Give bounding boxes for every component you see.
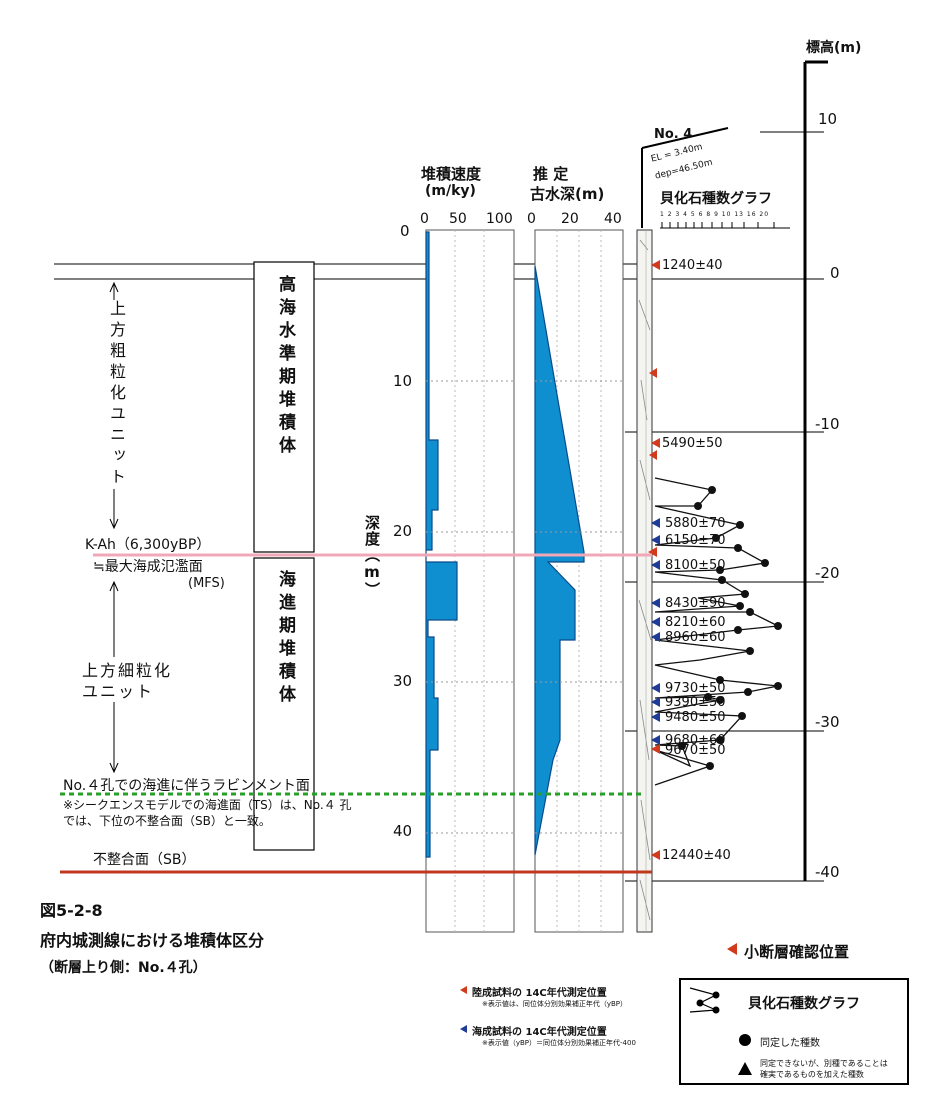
sed-rate-title: 堆積速度 <box>421 165 482 183</box>
paleo-depth-fill <box>534 265 585 856</box>
elevation-axis <box>803 60 828 881</box>
age-markers <box>648 260 660 860</box>
elev-tick: -40 <box>815 863 840 881</box>
age-label: 8430±90 <box>665 596 726 611</box>
paleo-depth-panel <box>534 229 624 933</box>
graph-scale: 1 2 3 4 5 6 8 9 10 13 16 20 <box>660 211 770 218</box>
depth-tick: 10 <box>393 372 413 390</box>
paleo-depth-tick: 20 <box>561 211 579 227</box>
graph-title: 貝化石種数グラフ <box>660 191 772 207</box>
borehole-name: No. 4 <box>654 127 693 142</box>
kah-label: K-Ah（6,300yBP） <box>85 537 211 553</box>
legend-marine-label: 海成試料の 14C年代測定位置 <box>472 1027 607 1038</box>
age-label: 5490±50 <box>662 436 723 451</box>
depth-tick: 30 <box>393 672 413 690</box>
legend-marine-marker <box>460 1025 467 1033</box>
mfs-abbrev: (MFS) <box>188 576 225 591</box>
age-label: 1240±40 <box>662 258 723 273</box>
age-label: 12440±40 <box>662 848 731 863</box>
sed-rate-tick: 50 <box>449 211 467 227</box>
legend-land-label: 陸成試料の 14C年代測定位置 <box>472 988 607 999</box>
depth-tick: 0 <box>400 222 410 240</box>
shell-species-graph <box>654 477 782 786</box>
borehole-column <box>636 229 653 933</box>
ravinement-note-2: では、下位の不整合面（SB）と一致。 <box>63 814 271 828</box>
age-label: 9680±60 <box>665 733 726 748</box>
elev-tick: -30 <box>815 713 840 731</box>
legend-unidentified-label-1: 同定できないが、別種であることは <box>760 1059 888 1068</box>
age-label: 9480±50 <box>665 710 726 725</box>
depth-tick: 20 <box>393 522 413 540</box>
depth-tick: 40 <box>393 822 413 840</box>
lower-unit-label-1: 上方細粒化 <box>82 657 173 681</box>
legend-unidentified-label-2: 確実であるものを加えた種数 <box>760 1070 864 1079</box>
mfs-label: ≒最大海成氾濫面 <box>93 559 203 575</box>
sed-rate-tick: 100 <box>486 211 513 227</box>
age-label: 9390±50 <box>665 695 726 710</box>
legend-marine-note: ※表示値（yBP）＝同位体分別効果補正年代-400 <box>482 1039 636 1047</box>
age-label: 8100±50 <box>665 558 726 573</box>
figure-subtitle: （断層上り側：No.４孔） <box>40 960 207 976</box>
graph-scale-axis <box>660 222 790 229</box>
elev-tick: -20 <box>815 564 840 582</box>
age-label: 5880±70 <box>665 516 726 531</box>
legend-unidentified-triangle <box>738 1062 752 1075</box>
legend-land-note: ※表示値は、同位体分別効果補正年代（yBP） <box>482 1000 628 1008</box>
ravinement-label: No.４孔での海進に伴うラビンメント面 <box>63 778 310 794</box>
paleo-depth-title2: 古水深(m) <box>530 185 605 203</box>
elevation-title: 標高(m) <box>806 40 862 56</box>
paleo-depth-tick: 40 <box>604 211 622 227</box>
ravinement-note-1: ※シークエンスモデルでの海進面（TS）は、No.４ 孔 <box>63 798 352 812</box>
sb-label: 不整合面（SB） <box>93 852 196 868</box>
age-label: 9730±50 <box>665 681 726 696</box>
lower-unit-label-2: ユニット <box>82 678 155 702</box>
elev-tick: -10 <box>815 415 840 433</box>
paleo-depth-title: 推 定 <box>533 165 569 183</box>
legend-land-marker <box>460 986 467 994</box>
elev-tick: 10 <box>818 110 838 128</box>
legend-fault-label: 小断層確認位置 <box>744 943 850 961</box>
paleo-depth-tick: 0 <box>527 211 536 227</box>
legend-identified-label: 同定した種数 <box>760 1038 820 1049</box>
tst-label: 海進期堆積体 <box>275 570 295 708</box>
legend-graph-label: 貝化石種数グラフ <box>748 996 860 1012</box>
borehole-header <box>641 127 729 228</box>
sed-rate-tick: 0 <box>420 211 429 227</box>
elev-tick: 0 <box>830 264 840 282</box>
depth-axis-title: 深度（m） <box>363 515 381 598</box>
sed-rate-unit: (m/ky) <box>425 183 476 199</box>
hst-label: 高海水準期堆積体 <box>275 275 295 459</box>
upper-unit-label: 上方粗粒化ユニット <box>104 300 128 489</box>
tst-box <box>253 557 315 851</box>
legend-fault-marker <box>727 943 737 955</box>
age-label: 9670±50 <box>665 743 726 758</box>
figure-number: 図5-2-8 <box>40 901 103 920</box>
hst-box <box>253 261 315 553</box>
age-label: 8960±60 <box>665 630 726 645</box>
age-label: 6150±70 <box>665 533 726 548</box>
legend-identified-dot <box>739 1034 751 1046</box>
age-label: 8210±60 <box>665 615 726 630</box>
sed-rate-fill <box>425 231 458 858</box>
sed-rate-panel <box>425 229 515 933</box>
figure-title: 府内城測線における堆積体区分 <box>40 931 265 950</box>
